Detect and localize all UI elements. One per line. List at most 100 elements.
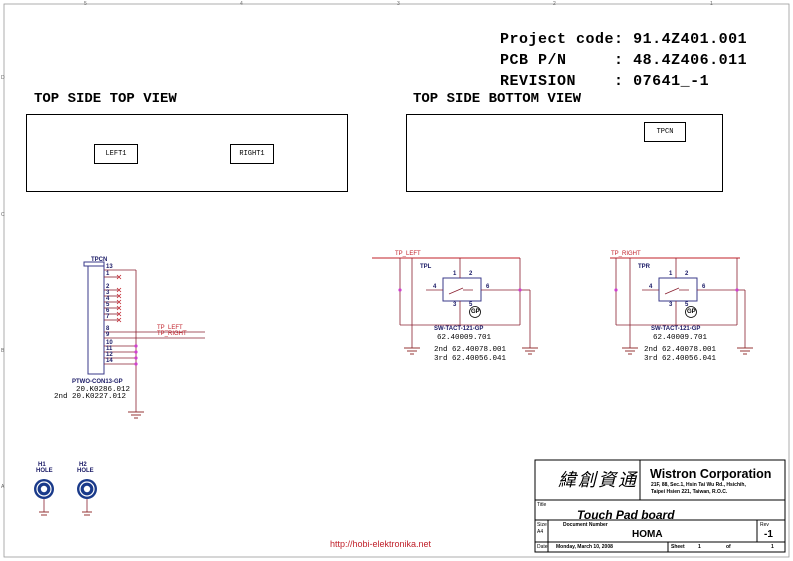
watermark-link[interactable]: http://hobi-elektronika.net bbox=[330, 539, 432, 549]
border-mark-side: C bbox=[1, 212, 5, 218]
pcb-pn-label: PCB P/N : bbox=[500, 52, 624, 69]
connector-pin: 14 bbox=[106, 358, 113, 364]
top-view-title: TOP SIDE TOP VIEW bbox=[34, 91, 177, 107]
connector-pin: 6 bbox=[106, 308, 110, 314]
title-label: Title bbox=[537, 502, 547, 508]
connector-pin: 7 bbox=[106, 314, 110, 320]
part-left1: LEFT1 bbox=[94, 144, 138, 164]
date-label: Date: bbox=[537, 544, 549, 550]
tpl-pin: 1 bbox=[453, 271, 457, 277]
board-title: Touch Pad board bbox=[577, 508, 675, 522]
tpl-pin: 5 bbox=[469, 302, 473, 308]
tpl-pin: 3 bbox=[453, 302, 457, 308]
connector-tpcn bbox=[83, 261, 205, 419]
rev-value: -1 bbox=[764, 529, 773, 540]
tpr-pin: 4 bbox=[649, 284, 653, 290]
pcb-pn-row: PCB P/N : 48.4Z406.011 bbox=[481, 35, 747, 69]
tpr-ref: TPR bbox=[638, 264, 650, 270]
size-label: Size bbox=[537, 522, 547, 528]
connector-pn: 20.K0286.012 bbox=[76, 386, 131, 394]
revision-value: 07641_-1 bbox=[633, 73, 710, 90]
tpl-pn: 62.40009.701 bbox=[437, 334, 492, 342]
doc-number: HOMA bbox=[632, 529, 663, 540]
hole2-ref: H2 bbox=[79, 462, 87, 468]
doc-number-label: Document Number bbox=[563, 522, 608, 528]
tpl-pn-3rd: 3rd 62.40056.041 bbox=[434, 355, 507, 363]
tpr-pin: 1 bbox=[669, 271, 673, 277]
project-code-value: 91.4Z401.001 bbox=[633, 31, 748, 48]
connector-pin: 2 bbox=[106, 284, 110, 290]
connector-pin: 10 bbox=[106, 340, 113, 346]
connector-pin: 11 bbox=[106, 346, 113, 352]
company-chinese-name: 緯創資通 bbox=[558, 470, 638, 491]
tpr-pin: 6 bbox=[702, 284, 706, 290]
company-name: Wistron Corporation bbox=[650, 467, 772, 481]
connector-ref: TPCN bbox=[91, 257, 108, 263]
tpl-ref: TPL bbox=[420, 264, 432, 270]
tpr-gp-mark: GP bbox=[687, 309, 696, 315]
tpr-pn-2nd: 2nd 62.40078.001 bbox=[644, 346, 717, 354]
border-mark-top: 4 bbox=[240, 1, 243, 7]
tpl-pn-2nd: 2nd 62.40078.001 bbox=[434, 346, 507, 354]
connector-pin: 12 bbox=[106, 352, 113, 358]
switch-tpr-wiring bbox=[610, 257, 753, 355]
tpr-pn-3rd: 3rd 62.40056.041 bbox=[644, 355, 717, 363]
connector-pin: 1 bbox=[106, 271, 110, 277]
tpr-pin: 3 bbox=[669, 302, 673, 308]
tpr-part-name: SW-TACT-121-GP bbox=[651, 326, 701, 332]
tpr-pin: 2 bbox=[685, 271, 689, 277]
date-value: Monday, March 10, 2008 bbox=[556, 544, 613, 550]
tpr-pn: 62.40009.701 bbox=[653, 334, 708, 342]
company-address-2: Taipei Hsien 221, Taiwan, R.O.C. bbox=[651, 489, 728, 495]
tpl-pin: 2 bbox=[469, 271, 473, 277]
sheet-label: Sheet bbox=[671, 544, 685, 550]
connector-pin: 9 bbox=[106, 332, 110, 338]
border-mark-top: 1 bbox=[710, 1, 713, 7]
part-right1: RIGHT1 bbox=[230, 144, 274, 164]
tpl-pin: 4 bbox=[433, 284, 437, 290]
connector-pin: 3 bbox=[106, 290, 110, 296]
hole2-label: HOLE bbox=[77, 468, 94, 474]
connector-pn-2nd: 2nd 20.K0227.012 bbox=[54, 393, 127, 401]
connector-part-name: PTWO-CON13-GP bbox=[72, 379, 123, 385]
pcb-pn-value: 48.4Z406.011 bbox=[633, 52, 748, 69]
project-code-row: Project code: 91.4Z401.001 bbox=[481, 14, 747, 48]
border-mark-top: 5 bbox=[84, 1, 87, 7]
border-mark-side: B bbox=[1, 348, 5, 354]
rev-label: Rev bbox=[760, 522, 769, 528]
border-mark-top: 3 bbox=[397, 1, 400, 7]
drawing-frame bbox=[3, 3, 790, 558]
tpl-part-name: SW-TACT-121-GP bbox=[434, 326, 484, 332]
tpr-pin: 5 bbox=[685, 302, 689, 308]
sheet-value: 1 bbox=[698, 544, 701, 550]
net-label-tp-right: TP_RIGHT bbox=[157, 331, 187, 337]
top-view-box bbox=[26, 114, 348, 192]
border-mark-top: 2 bbox=[553, 1, 556, 7]
tpl-pin: 6 bbox=[486, 284, 490, 290]
hole1-label: HOLE bbox=[36, 468, 53, 474]
revision-row: REVISION : 07641_-1 bbox=[481, 56, 709, 90]
connector-pin: 5 bbox=[106, 302, 110, 308]
revision-label: REVISION : bbox=[500, 73, 624, 90]
mounting-holes bbox=[34, 479, 97, 516]
bottom-view-title: TOP SIDE BOTTOM VIEW bbox=[413, 91, 582, 107]
connector-pin: 8 bbox=[106, 326, 110, 332]
tpl-net-label: TP_LEFT bbox=[395, 251, 421, 257]
bottom-view-box bbox=[406, 114, 723, 192]
tpl-gp-mark: GP bbox=[471, 309, 480, 315]
project-code-label: Project code: bbox=[500, 31, 624, 48]
switch-tpl-wiring bbox=[372, 257, 538, 355]
net-label-tp-left: TP_LEFT bbox=[157, 325, 183, 331]
part-tpcn: TPCN bbox=[644, 122, 686, 142]
border-mark-side: A bbox=[1, 484, 5, 490]
border-mark-side: D bbox=[1, 75, 5, 81]
connector-pin: 13 bbox=[106, 264, 113, 270]
company-address-1: 21F, 88, Sec.1, Hsin Tai Wu Rd., Hsichih… bbox=[651, 482, 746, 488]
connector-pin: 4 bbox=[106, 296, 110, 302]
hole1-ref: H1 bbox=[38, 462, 46, 468]
of-value: 1 bbox=[771, 544, 774, 550]
title-block-frame bbox=[534, 459, 786, 553]
size-value: A4 bbox=[537, 529, 544, 535]
tpr-net-label: TP_RIGHT bbox=[611, 251, 641, 257]
